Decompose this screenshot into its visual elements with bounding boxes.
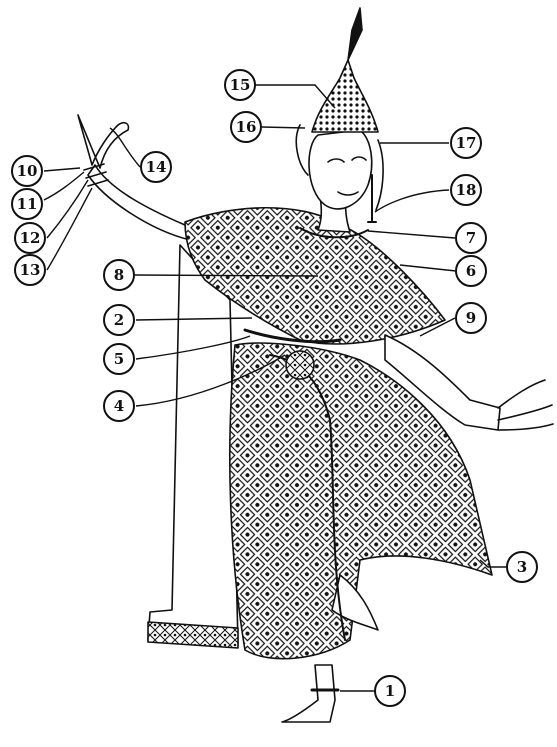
callout-number: 15 bbox=[230, 76, 251, 94]
callout-12: 12 bbox=[15, 223, 45, 253]
standing-foot bbox=[282, 665, 335, 722]
callout-number: 11 bbox=[17, 195, 38, 213]
leader-16 bbox=[262, 127, 305, 128]
callout-13: 13 bbox=[15, 255, 45, 285]
callout-number: 18 bbox=[456, 181, 477, 199]
callout-3: 3 bbox=[507, 552, 537, 582]
callout-8: 8 bbox=[104, 260, 134, 290]
callout-1: 1 bbox=[375, 676, 405, 706]
callout-number: 12 bbox=[20, 229, 41, 247]
callout-number: 10 bbox=[17, 162, 38, 180]
callout-14: 14 bbox=[141, 152, 171, 182]
back-drape bbox=[148, 245, 238, 645]
leader-6 bbox=[400, 265, 456, 271]
callout-11: 11 bbox=[12, 189, 42, 219]
face bbox=[309, 130, 372, 209]
callout-18: 18 bbox=[451, 175, 481, 205]
callout-number: 8 bbox=[114, 266, 124, 284]
callout-7: 7 bbox=[456, 223, 486, 253]
callout-15: 15 bbox=[225, 70, 255, 100]
callout-17: 17 bbox=[451, 128, 481, 158]
leader-18 bbox=[375, 190, 449, 212]
leader-10 bbox=[44, 168, 80, 171]
callout-2: 2 bbox=[104, 305, 134, 335]
callout-number: 9 bbox=[466, 309, 476, 327]
callout-number: 6 bbox=[466, 262, 476, 280]
dancer-figure bbox=[78, 8, 553, 722]
callout-number: 13 bbox=[20, 261, 41, 279]
callout-4: 4 bbox=[104, 391, 134, 421]
callout-10: 10 bbox=[12, 156, 42, 186]
crown bbox=[312, 60, 378, 132]
belt-buckle bbox=[286, 351, 314, 379]
callout-16: 16 bbox=[231, 112, 261, 142]
crown-spire bbox=[348, 8, 362, 60]
callout-number: 16 bbox=[236, 118, 257, 136]
callout-number: 4 bbox=[114, 397, 124, 415]
callout-number: 1 bbox=[385, 682, 395, 700]
leader-2 bbox=[136, 318, 252, 320]
raised-arm bbox=[88, 165, 190, 240]
extended-hand bbox=[498, 380, 553, 430]
callout-6: 6 bbox=[456, 256, 486, 286]
callout-number: 2 bbox=[114, 311, 124, 329]
callout-number: 17 bbox=[456, 134, 477, 152]
callout-number: 5 bbox=[114, 350, 124, 368]
callout-9: 9 bbox=[456, 303, 486, 333]
leader-12 bbox=[47, 180, 88, 238]
callout-5: 5 bbox=[104, 344, 134, 374]
ear-ornament-right bbox=[376, 140, 383, 210]
callout-number: 3 bbox=[517, 558, 527, 576]
ear-ornament-left bbox=[296, 125, 308, 175]
leader-7 bbox=[368, 231, 455, 238]
callout-number: 7 bbox=[466, 229, 476, 247]
callout-number: 14 bbox=[146, 158, 167, 176]
